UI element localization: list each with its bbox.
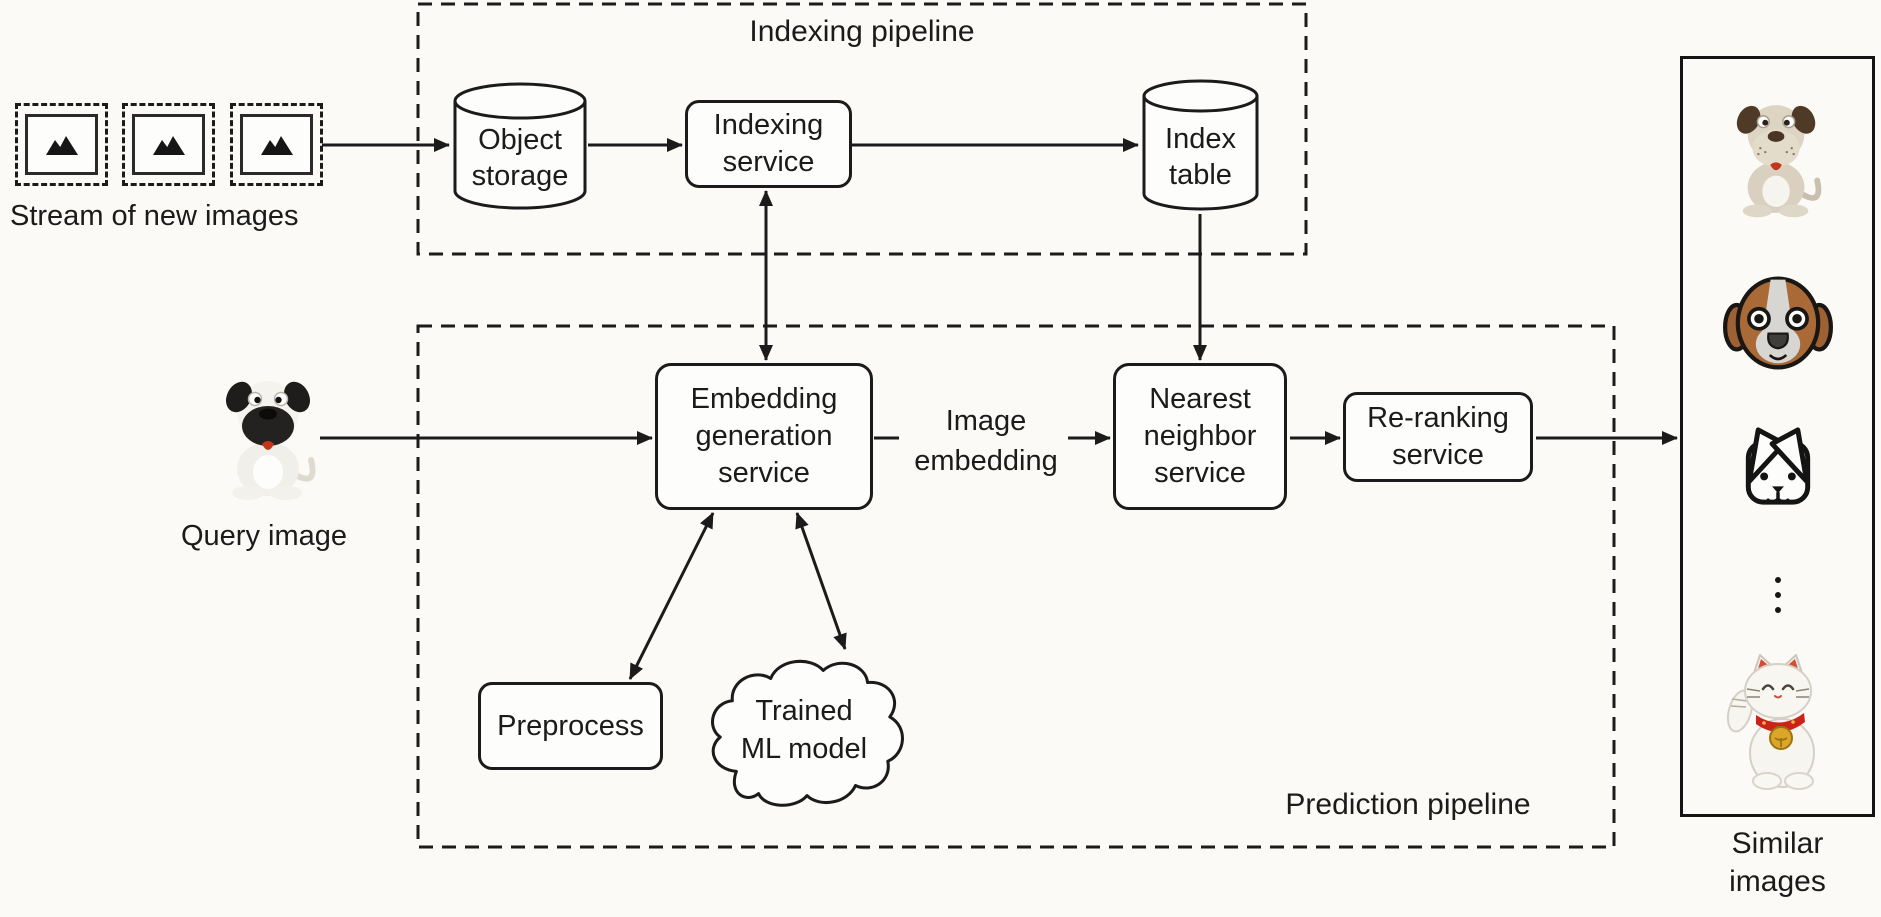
index-table-label: Index table: [1165, 123, 1236, 191]
indexing-service-node: Indexing service: [685, 100, 852, 188]
stream-image-thumb-1: [15, 103, 108, 186]
mountain-icon: [152, 135, 185, 155]
image-placeholder: [240, 114, 313, 175]
mountain-icon: [45, 135, 78, 155]
trained-ml-model-node: Trained ML model: [698, 650, 910, 812]
stream-image-thumb-3: [230, 103, 323, 186]
nearest-neighbor-node: Nearest neighbor service: [1113, 363, 1287, 510]
indexing-pipeline-frame: [416, 2, 1308, 256]
outline-dog-face-image: [1724, 421, 1832, 521]
arrow-embedding-preprocess-bidir: [628, 512, 715, 680]
prediction-pipeline-frame: [416, 324, 1616, 849]
prediction-pipeline-title: Prediction pipeline: [1285, 788, 1531, 821]
query-dog-image: [218, 372, 320, 502]
arrow-embedding-mlmodel-bidir: [795, 512, 847, 650]
preprocess-node: Preprocess: [478, 682, 663, 770]
image-placeholder: [132, 114, 205, 175]
object-storage-node: Object storage: [452, 80, 588, 212]
similar-images-label: Similar images: [1729, 827, 1826, 898]
brown-dog-face-image: [1722, 271, 1833, 380]
reranking-service-node: Re-ranking service: [1343, 392, 1533, 482]
index-table-node: Index table: [1141, 77, 1260, 213]
object-storage-label: Object storage: [471, 124, 569, 192]
query-image-label: Query image: [180, 520, 347, 552]
cloud-shape: [711, 659, 904, 807]
mountain-icon: [260, 135, 293, 155]
vertical-ellipsis-icon: [1774, 577, 1781, 613]
embedding-service-node: Embedding generation service: [655, 363, 873, 510]
similar-images-panel: [1680, 56, 1875, 817]
stream-image-thumb-2: [122, 103, 215, 186]
image-placeholder: [25, 114, 98, 175]
indexing-pipeline-title: Indexing pipeline: [749, 15, 975, 48]
image-embedding-label: Image embedding: [914, 405, 1058, 477]
tan-puppy-image: [1729, 97, 1827, 224]
maneki-neko-image: [1719, 653, 1837, 798]
trained-ml-model-label: Trained ML model: [740, 695, 868, 765]
cylinder-shape: [1142, 79, 1259, 211]
stream-label: Stream of new images: [10, 200, 299, 232]
cylinder-shape: [453, 82, 587, 210]
